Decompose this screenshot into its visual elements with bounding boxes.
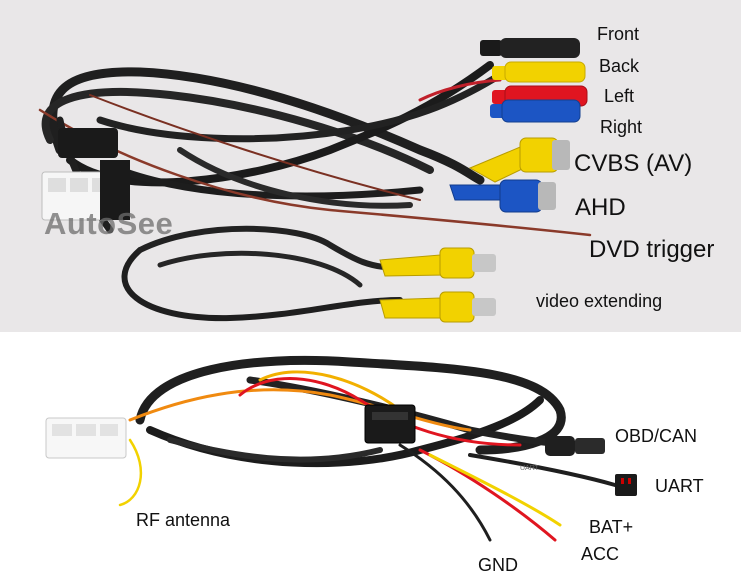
cable-print: UART [520,465,540,472]
label-obd-can: OBD/CAN [615,426,698,446]
plug-cvbs [468,137,570,183]
label-left: Left [604,86,635,106]
plug-video-2 [379,291,496,323]
label-acc: ACC [581,544,620,564]
plug-ahd [449,179,556,213]
bottom-middle-connector [364,404,416,444]
bottom-white-connector [45,417,127,459]
label-cvbs: CVBS (AV) [574,150,693,177]
label-video-extending: video extending [536,291,663,311]
label-back: Back [599,56,640,76]
label-gnd: GND [478,555,518,575]
top-white-connector [41,128,130,221]
label-right: Right [600,117,643,137]
plug-uart [615,474,637,496]
plug-back [492,61,586,83]
plug-video-1 [379,247,496,279]
top-harness [38,61,592,322]
watermark: AutoSee [44,206,174,241]
plug-right [490,99,581,123]
label-ahd: AHD [575,194,626,221]
label-bat-plus: BAT+ [589,517,634,537]
label-front: Front [597,24,640,44]
label-uart: UART [655,476,704,496]
plug-front [480,38,580,58]
plug-obd-can [545,436,605,456]
label-rf-antenna: RF antenna [136,510,231,530]
label-dvd-trigger: DVD trigger [589,236,715,263]
